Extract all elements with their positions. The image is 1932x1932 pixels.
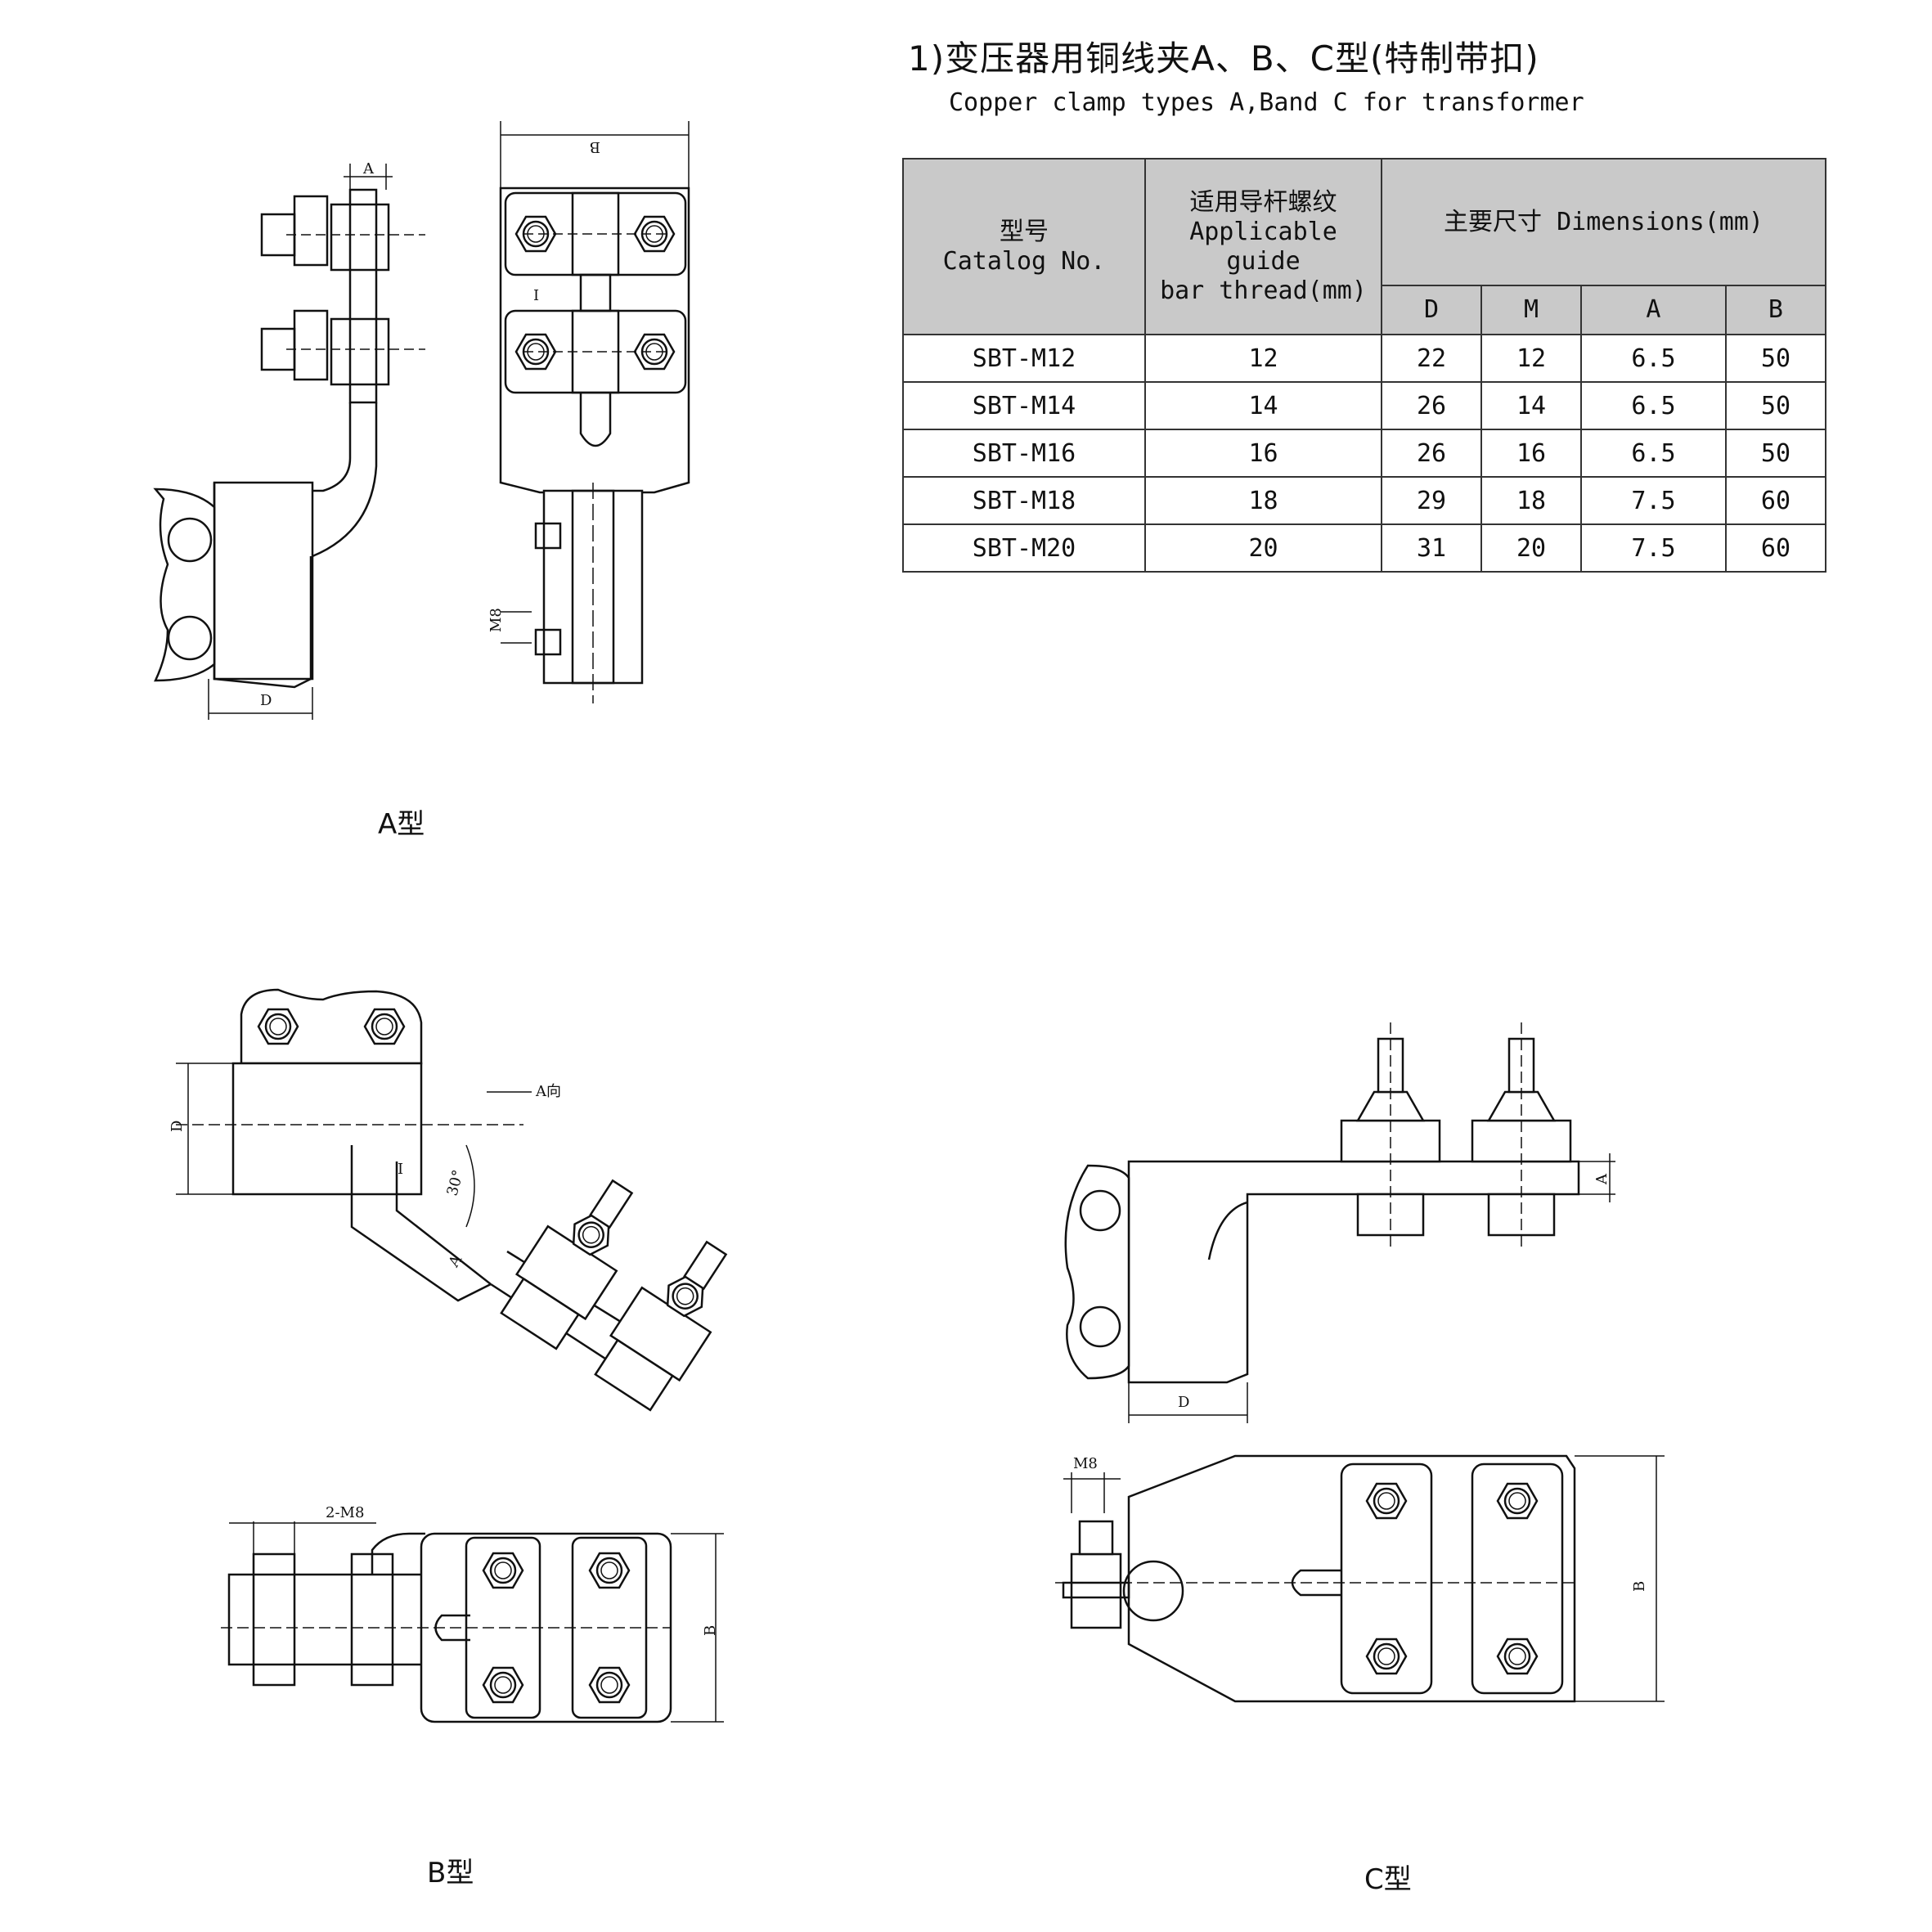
- type-a-dim-i: I: [533, 287, 539, 304]
- cell-d: 26: [1381, 381, 1482, 430]
- cell-m: 16: [1480, 429, 1582, 478]
- type-a-front-view: [499, 121, 690, 703]
- type-b-dim-view: A向: [535, 1083, 561, 1100]
- header-thread: 适用导杆螺纹 Applicable guide bar thread(mm): [1144, 158, 1382, 335]
- type-b-top-view: [221, 1521, 724, 1723]
- type-c-side-view: [1064, 1022, 1615, 1423]
- header-b: B: [1724, 285, 1827, 335]
- cell-catalog: SBT-M12: [902, 334, 1146, 383]
- header-d: D: [1381, 285, 1482, 335]
- cell-b: 50: [1724, 334, 1827, 383]
- type-c-dim-m8: M8: [1073, 1455, 1098, 1472]
- table-row: SBT-M14 14 26 14 6.5 50: [902, 381, 1827, 430]
- cell-d: 22: [1381, 334, 1482, 383]
- type-b-dim-b: B: [702, 1625, 719, 1636]
- cell-d: 26: [1381, 429, 1482, 478]
- type-b-side-view: [176, 988, 728, 1412]
- cell-catalog: SBT-M14: [902, 381, 1146, 430]
- type-c-caption: C型: [1364, 1863, 1412, 1896]
- header-thread-cn: 适用导杆螺纹: [1189, 187, 1337, 217]
- type-b-dim-a: A: [445, 1251, 466, 1270]
- cell-thread: 20: [1144, 523, 1382, 573]
- spec-table: 型号 Catalog No. 适用导杆螺纹 Applicable guide b…: [902, 158, 1827, 573]
- type-c-dim-b: B: [1631, 1581, 1648, 1592]
- header-thread-en1: Applicable guide: [1189, 217, 1337, 276]
- type-c-dim-d: D: [1178, 1394, 1189, 1411]
- cell-b: 60: [1724, 476, 1827, 525]
- type-b-caption: B型: [427, 1857, 474, 1889]
- cell-a: 6.5: [1580, 429, 1727, 478]
- table-row: SBT-M18 18 29 18 7.5 60: [902, 476, 1827, 525]
- title-chinese: 1)变压器用铜线夹A、B、C型(特制带扣): [908, 38, 1539, 79]
- table-row: SBT-M12 12 22 12 6.5 50: [902, 334, 1827, 383]
- type-a-dim-m8: M8: [487, 608, 505, 632]
- cell-b: 60: [1724, 523, 1827, 573]
- header-catalog-en: Catalog No.: [942, 246, 1106, 276]
- cell-thread: 14: [1144, 381, 1382, 430]
- header-a: A: [1580, 285, 1727, 335]
- cell-m: 12: [1480, 334, 1582, 383]
- type-a-side-view: [153, 164, 425, 720]
- cell-m: 14: [1480, 381, 1582, 430]
- type-b-dim-2m8: 2-M8: [326, 1504, 364, 1521]
- table-row: SBT-M16 16 26 16 6.5 50: [902, 429, 1827, 478]
- cell-a: 7.5: [1580, 476, 1727, 525]
- table-row: SBT-M20 20 31 20 7.5 60: [902, 523, 1827, 573]
- header-catalog: 型号 Catalog No.: [902, 158, 1146, 335]
- cell-d: 29: [1381, 476, 1482, 525]
- cell-b: 50: [1724, 381, 1827, 430]
- type-a-dim-a: A: [362, 160, 375, 177]
- cell-d: 31: [1381, 523, 1482, 573]
- type-b-dim-i: I: [398, 1161, 403, 1178]
- type-b-dim-angle: 30°: [444, 1168, 468, 1197]
- cell-thread: 12: [1144, 334, 1382, 383]
- cell-catalog: SBT-M18: [902, 476, 1146, 525]
- type-a-dim-b: B: [590, 138, 600, 155]
- type-c-dim-a: A: [1593, 1173, 1611, 1185]
- header-m: M: [1480, 285, 1582, 335]
- cell-b: 50: [1724, 429, 1827, 478]
- cell-a: 6.5: [1580, 381, 1727, 430]
- header-dimensions: 主要尺寸 Dimensions(mm): [1381, 158, 1826, 286]
- cell-m: 20: [1480, 523, 1582, 573]
- cell-thread: 16: [1144, 429, 1382, 478]
- cell-catalog: SBT-M20: [902, 523, 1146, 573]
- cell-a: 6.5: [1580, 334, 1727, 383]
- type-b-dim-d: D: [168, 1121, 186, 1132]
- type-c-top-view: [1055, 1454, 1665, 1703]
- header-thread-en2: bar thread(mm): [1160, 276, 1367, 305]
- type-a-caption: A型: [378, 808, 425, 841]
- type-a-dim-d: D: [260, 692, 272, 709]
- cell-thread: 18: [1144, 476, 1382, 525]
- header-catalog-cn: 型号: [1000, 217, 1049, 246]
- title-english: Copper clamp types A,Band C for transfor…: [949, 88, 1584, 117]
- cell-catalog: SBT-M16: [902, 429, 1146, 478]
- cell-a: 7.5: [1580, 523, 1727, 573]
- cell-m: 18: [1480, 476, 1582, 525]
